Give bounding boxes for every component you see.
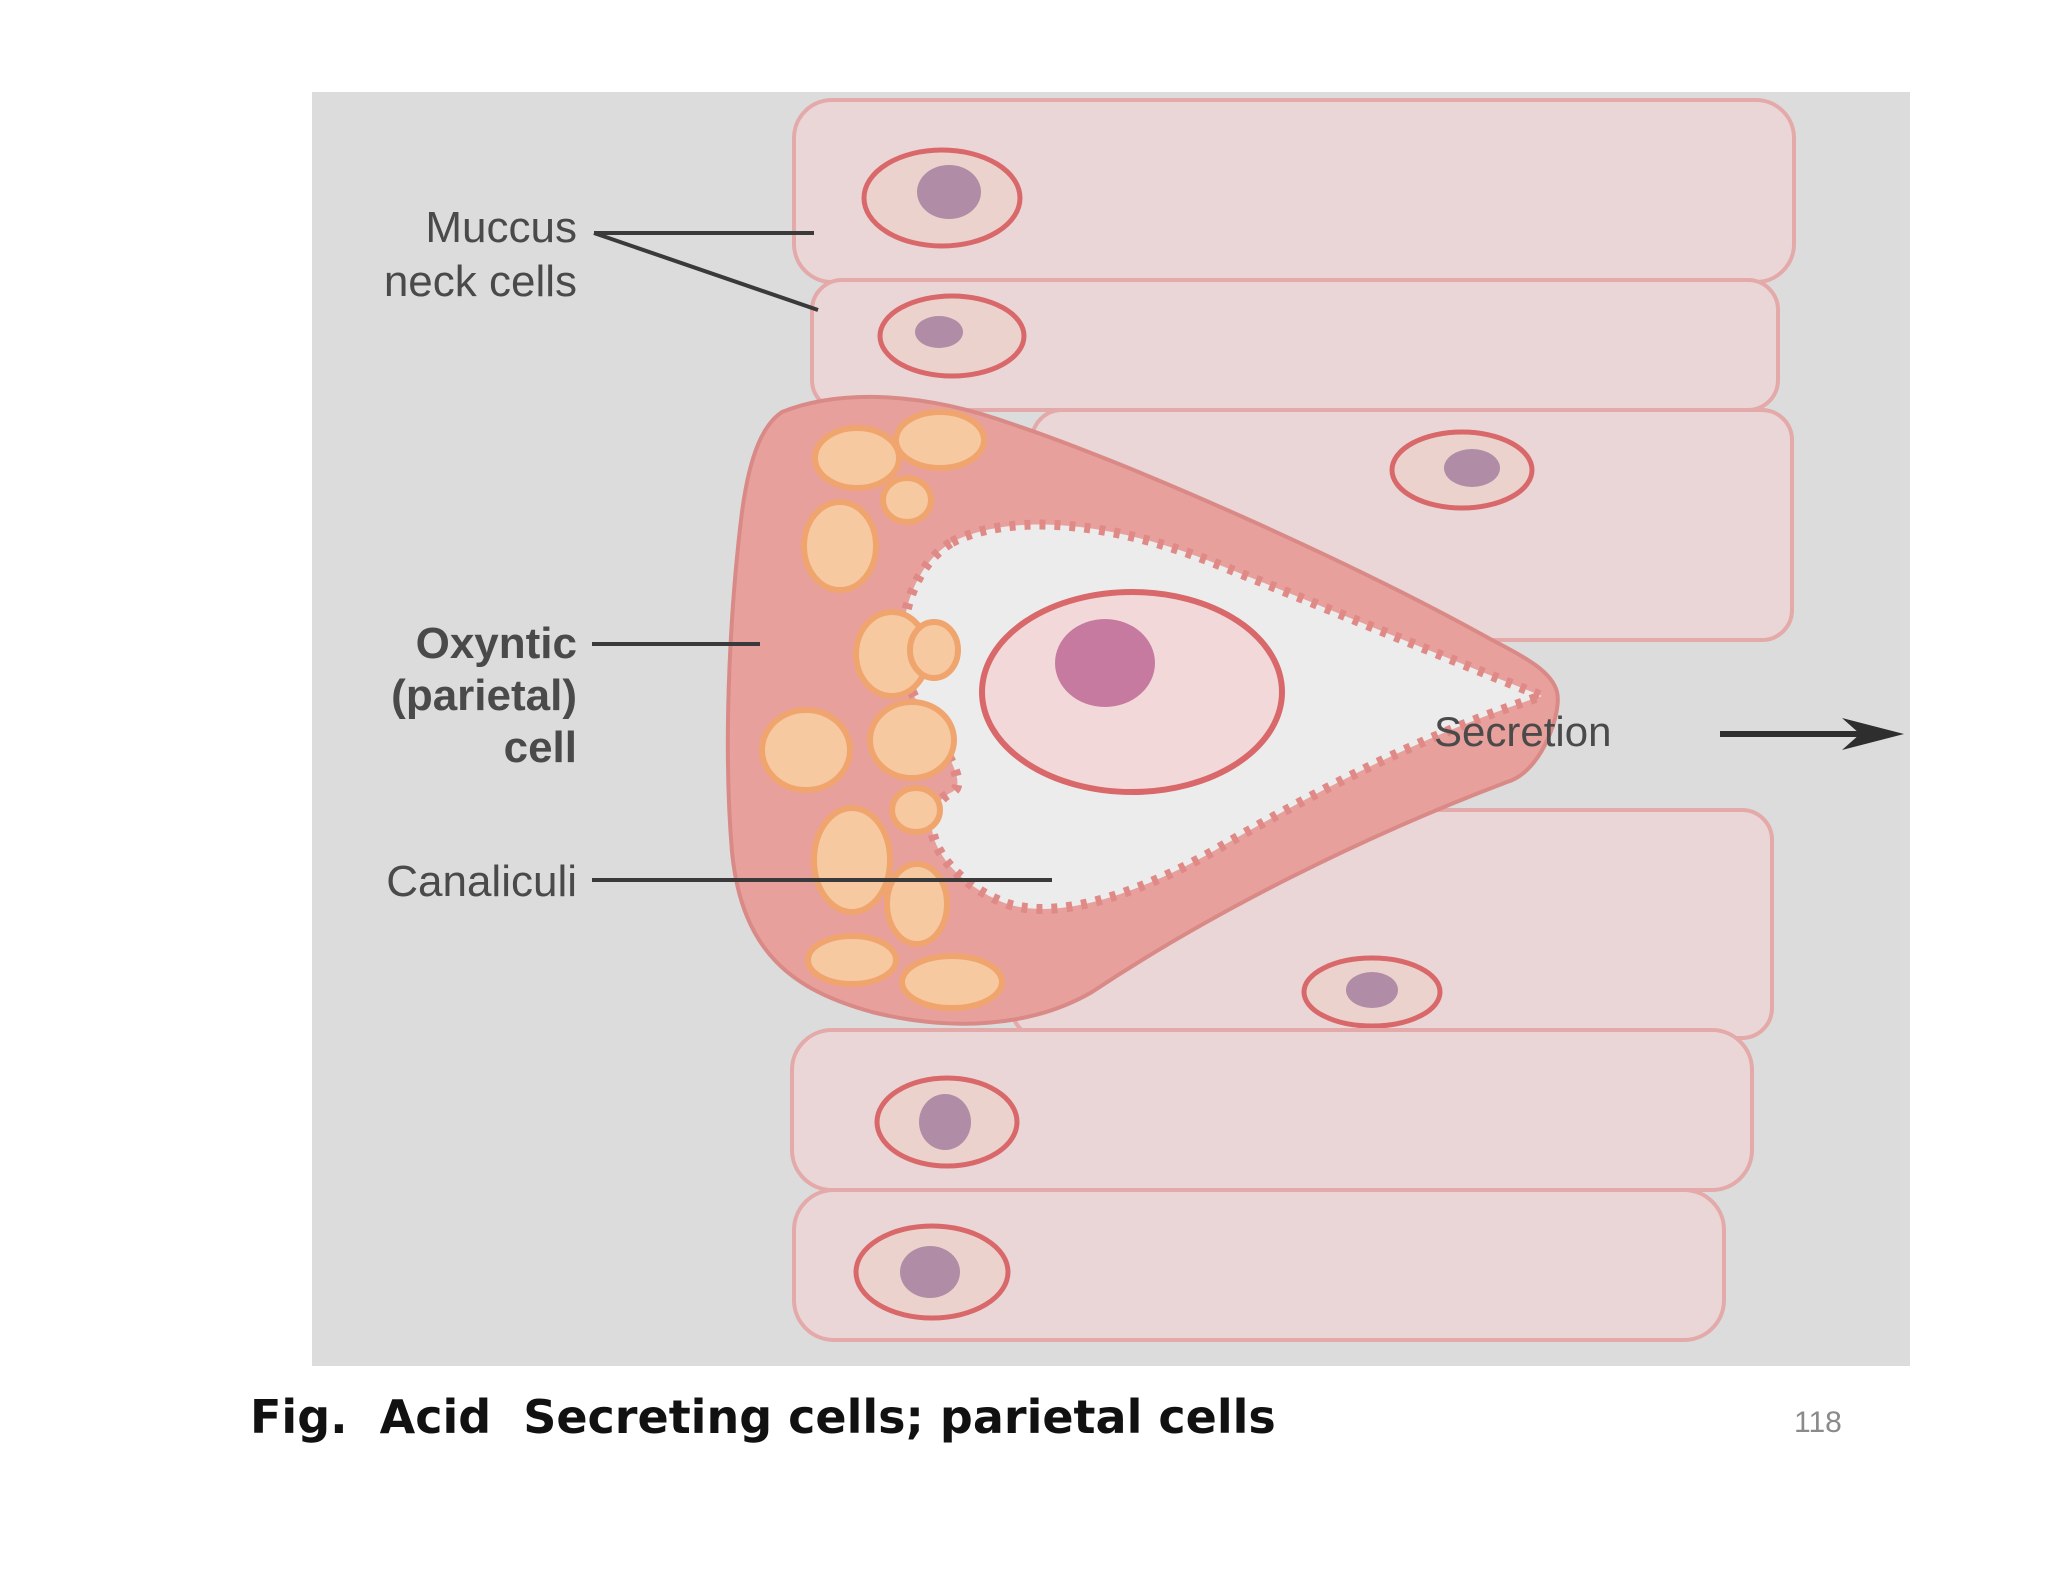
figure-caption: Fig. Acid Secreting cells; parietal cell…: [250, 1390, 1276, 1444]
mitochondrion: [893, 409, 987, 471]
mitochondrion: [907, 619, 961, 681]
label-oxyntic-line3: cell: [504, 723, 577, 772]
parietal-cell-diagram: Muccus neck cells Oxyntic (parietal) cel…: [384, 98, 1904, 1342]
label-mucous-line2: neck cells: [384, 257, 577, 306]
nucleus: [1346, 972, 1398, 1008]
page-number: 118: [1794, 1406, 1842, 1439]
label-mucous-line1: Muccus: [425, 203, 577, 252]
nucleus: [917, 165, 981, 219]
nucleus: [1444, 449, 1500, 487]
mitochondrion: [805, 933, 899, 987]
parietal-cell: [725, 394, 1560, 1026]
leader-line-mucous-2: [593, 231, 819, 312]
figure-panel: Muccus neck cells Oxyntic (parietal) cel…: [312, 92, 1910, 1366]
mitochondrion: [899, 953, 1005, 1011]
mitochondrion: [812, 425, 902, 491]
parietal-nucleus: [1055, 619, 1155, 707]
nucleus: [919, 1094, 971, 1150]
secretion-arrow: [1720, 718, 1904, 750]
label-secretion: Secretion: [1434, 708, 1611, 755]
mitochondrion: [867, 699, 957, 781]
mucous-cell: [792, 1188, 1726, 1342]
label-canaliculi: Canaliculi: [386, 857, 577, 906]
label-oxyntic-line1: Oxyntic: [416, 619, 577, 668]
nucleus: [900, 1246, 960, 1298]
mucous-cells-top: [792, 98, 1796, 412]
mitochondrion: [880, 475, 934, 525]
nucleus: [915, 316, 963, 348]
arrow-head: [1842, 718, 1904, 750]
mitochondrion: [811, 805, 893, 915]
mitochondrion: [884, 861, 950, 947]
mitochondria-group: [759, 409, 1005, 1011]
mitochondrion: [801, 499, 879, 593]
mitochondrion: [759, 707, 853, 793]
label-oxyntic-line2: (parietal): [391, 671, 577, 720]
leader-lines: [592, 231, 1052, 882]
mitochondrion: [889, 785, 943, 835]
mucous-cells-bottom: [790, 1028, 1754, 1342]
